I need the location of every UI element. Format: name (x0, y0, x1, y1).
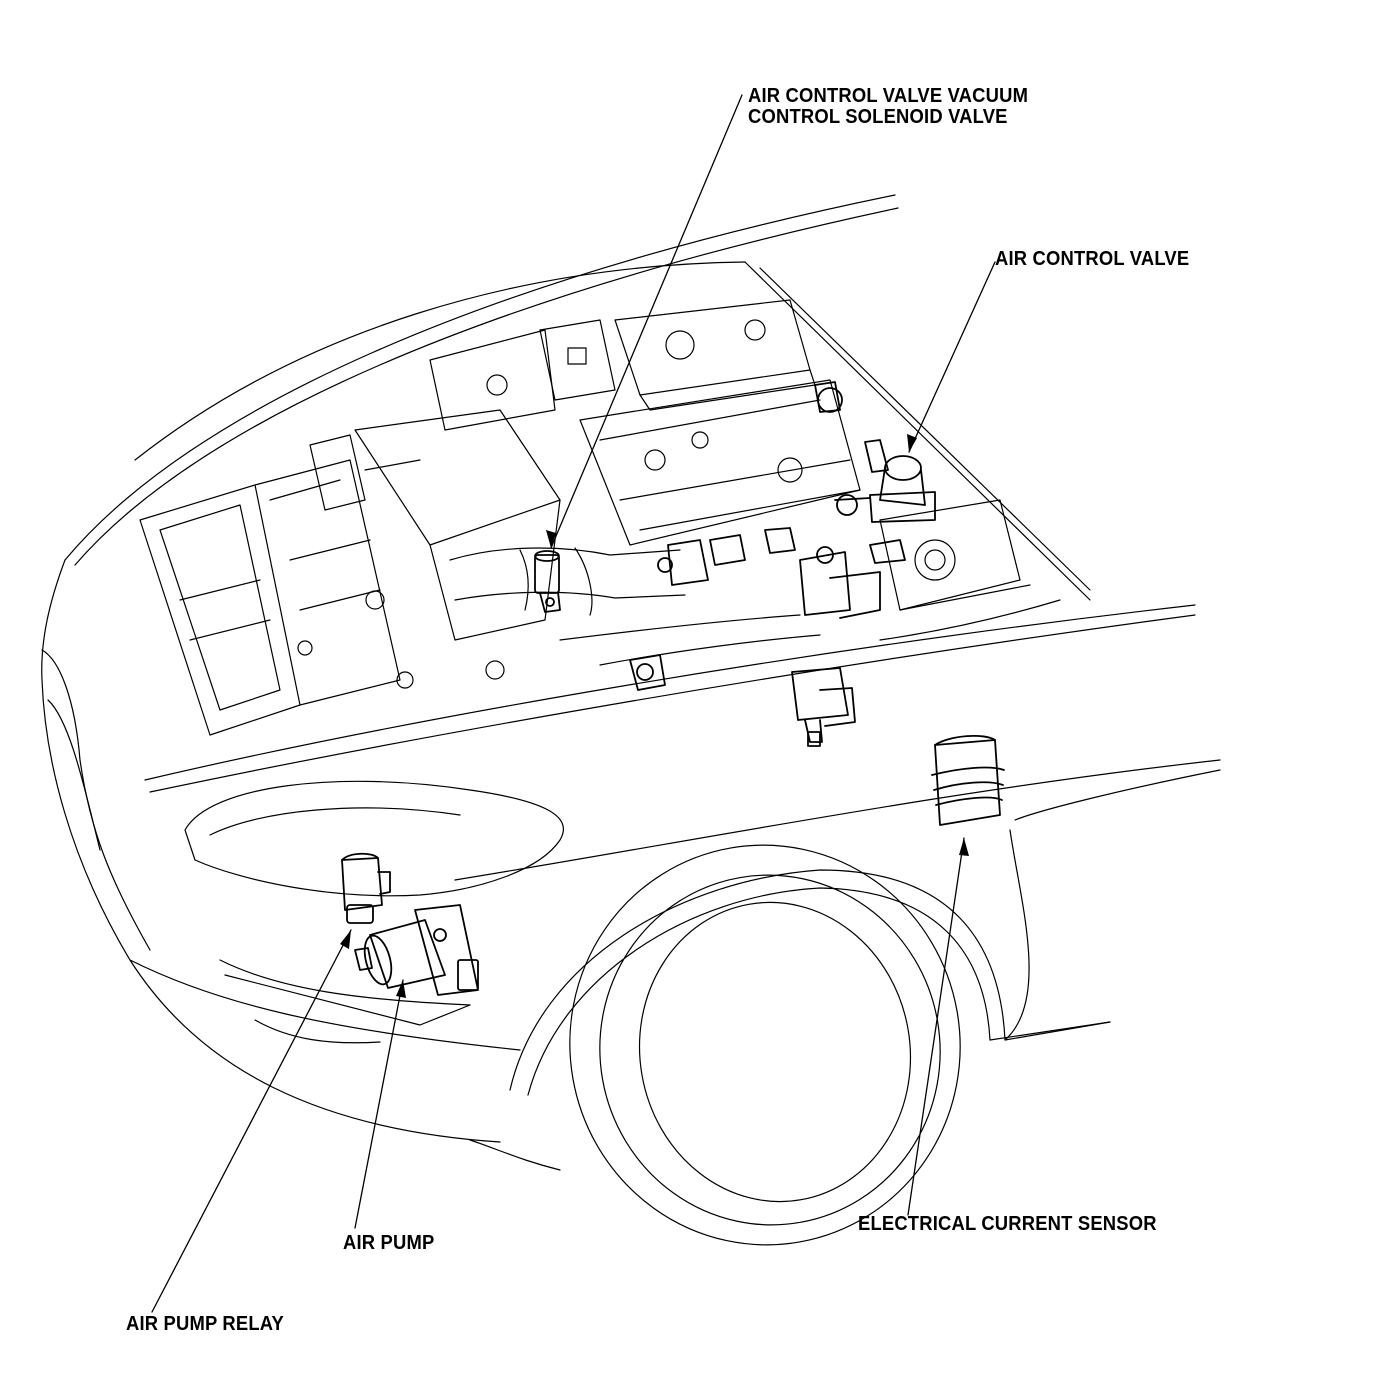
leader-arrowheads (340, 434, 969, 998)
label-air-pump-relay: AIR PUMP RELAY (126, 1313, 284, 1335)
acv-vacuum-solenoid-valve (534, 550, 561, 613)
air-pump (354, 904, 479, 996)
label-air-control-valve: AIR CONTROL VALVE (995, 248, 1190, 270)
engine-compartment (139, 299, 1061, 736)
manifold-valves (629, 381, 906, 691)
label-acv-vacuum-solenoid-line2: CONTROL SOLENOID VALVE (748, 106, 1008, 128)
solenoid-valve-lower (791, 667, 856, 747)
label-acv-vacuum-solenoid-line1: AIR CONTROL VALVE VACUUM (748, 85, 1029, 107)
air-control-valve (834, 439, 936, 523)
label-air-pump: AIR PUMP (343, 1232, 435, 1254)
leader-lines (151, 94, 996, 1313)
air-pump-relay (341, 852, 391, 924)
electrical-current-sensor (931, 735, 1005, 826)
label-electrical-current-sensor: ELECTRICAL CURRENT SENSOR (858, 1213, 1157, 1235)
